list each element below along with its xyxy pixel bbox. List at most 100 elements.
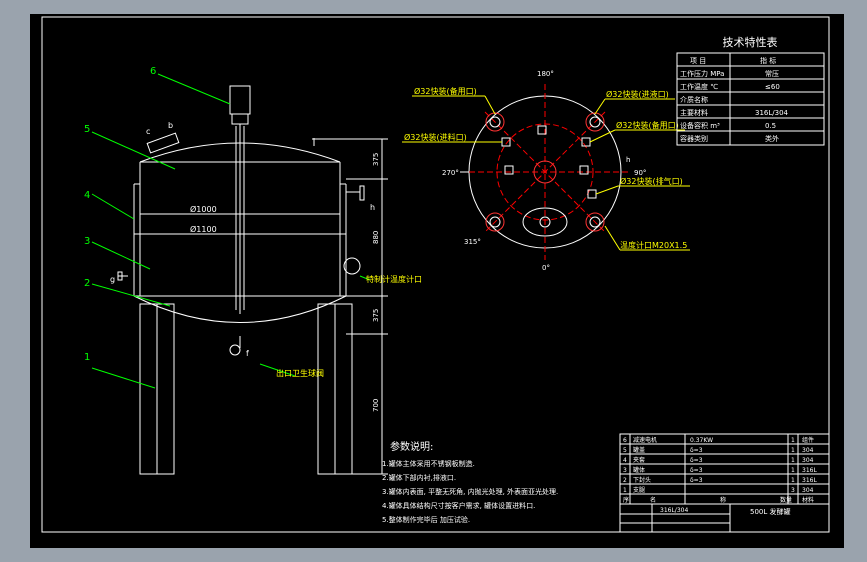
callout-3: 3	[84, 236, 90, 247]
bom-row-spec: δ=3	[690, 457, 703, 464]
angle-90: 90°	[634, 169, 646, 177]
plan-labels: Ø32快装(备用口) Ø32快装(进液口) Ø32快装(进料口) Ø32快装(备…	[404, 86, 687, 250]
plan-label-feed: Ø32快装(进料口)	[404, 132, 467, 142]
callout-6: 6	[150, 66, 156, 77]
bom-row-spec: 0.37KW	[690, 437, 713, 444]
callout-2: 2	[84, 278, 90, 289]
title-block-code: 316L/304	[660, 507, 688, 514]
note-line: 4.罐体具体结构尺寸按客户需求, 罐体设置进料口.	[382, 501, 535, 510]
plan-label-thermometer: 温度计口M20X1.5	[620, 240, 687, 250]
bom-row-material: 316L	[802, 467, 817, 474]
spec-row-label: 工作温度 ℃	[680, 82, 718, 91]
note-line: 3.罐体内表面, 平整无死角, 内抛光处理, 外表面亚光处理.	[382, 487, 558, 496]
callout-4: 4	[84, 190, 90, 201]
center-shaft	[533, 160, 557, 184]
elevation-labels: 特制计温度计口 出口卫生球阀	[276, 274, 422, 378]
diameter-dims	[134, 213, 346, 235]
bom-row-material: 304	[802, 487, 814, 494]
bom-row-qty: 3	[791, 487, 795, 494]
bom-row-material: 组件	[802, 436, 814, 444]
dia-1000: Ø1000	[190, 204, 217, 214]
spec-row-value: 0.5	[765, 122, 776, 130]
angle-270: 270°	[442, 169, 459, 177]
bom-header-material: 材料	[802, 496, 814, 504]
bottom-head	[133, 295, 347, 323]
nozzle-b: b	[168, 121, 173, 130]
bom-row-qty: 1	[791, 467, 795, 474]
bom-header-no: 序	[623, 496, 629, 504]
bom-row-qty: 1	[791, 457, 795, 464]
callout-1: 1	[84, 352, 90, 363]
bom-row-name: 罐盖	[633, 446, 645, 454]
spec-row-label: 工作压力 MPa	[680, 69, 724, 78]
motor	[229, 85, 251, 115]
bom-row-name: 夹套	[633, 456, 645, 464]
spec-row-label: 容器类别	[680, 134, 708, 143]
manhole	[146, 132, 180, 154]
vertical-dims	[312, 138, 388, 475]
cad-drawing: 6 5 4 3 2 1 c b g f h Ø1000 Ø1100	[41, 16, 830, 533]
spec-row-label: 主要材料	[680, 108, 708, 117]
plan-label-spare-2: Ø32快装(备用口)	[616, 120, 679, 130]
bom-row-material: 316L	[802, 477, 817, 484]
plan-label-vent: Ø32快装(排气口)	[620, 176, 683, 186]
bom-row-no: 4	[623, 457, 627, 464]
angle-315: 315°	[464, 238, 481, 246]
bom-row-spec: δ=3	[690, 477, 703, 484]
nozzle-f: f	[246, 349, 249, 358]
bom-row-qty: 1	[791, 477, 795, 484]
bom-row-qty: 1	[791, 447, 795, 454]
bom-row-no: 2	[623, 477, 627, 484]
spec-header-item: 项 目	[690, 57, 706, 65]
spec-row-label: 介质名称	[680, 95, 708, 104]
plan-leaders	[402, 95, 690, 251]
spec-header-value: 指 标	[760, 56, 776, 65]
bom-row-no: 3	[623, 467, 627, 474]
dim-700: 700	[372, 399, 380, 412]
drawing-border	[41, 16, 830, 533]
nozzle-c: c	[146, 127, 150, 136]
title-block-name: 500L 发酵罐	[750, 507, 791, 516]
tank-plan	[460, 84, 630, 260]
thermometer	[343, 257, 361, 275]
spec-row-label: 设备容积 m³	[680, 121, 720, 130]
drawing-canvas: 6 5 4 3 2 1 c b g f h Ø1000 Ø1100	[30, 14, 844, 548]
plan-label-inlet: Ø32快装(进液口)	[606, 89, 669, 99]
outlet-label: 出口卫生球阀	[276, 368, 324, 378]
bom-table: 6 减速电机 0.37KW 1 组件 5 罐盖 δ=3 1 304 4 夹套 δ…	[619, 433, 830, 533]
spec-row-value: 316L/304	[755, 109, 789, 117]
bom-row-spec: δ=3	[690, 447, 703, 454]
top-head	[139, 142, 341, 163]
dim-880: 880	[372, 231, 380, 244]
callout-leaders	[91, 73, 371, 389]
nozzle-h: h	[370, 203, 375, 212]
thermometer-label: 特制计温度计口	[366, 274, 422, 284]
bom-row-name: 下封头	[633, 476, 651, 484]
plan-angles: 180° 90° 270° 315° 0° h	[442, 70, 646, 272]
callout-numbers: 6 5 4 3 2 1	[84, 66, 156, 363]
spec-row-value: 类外	[765, 134, 779, 143]
bom-row-name: 支腿	[633, 486, 645, 494]
plan-manhole	[522, 207, 568, 237]
bom-row-qty: 1	[791, 437, 795, 444]
bom-row-spec: δ=3	[690, 467, 703, 474]
bom-header-name2: 称	[720, 496, 726, 504]
bom-header-name: 名	[650, 496, 656, 504]
note-line: 5.整体制作完毕后 加压试验.	[382, 515, 470, 524]
notes-title: 参数说明:	[390, 440, 433, 453]
plan-letter-h: h	[626, 156, 630, 164]
angle-0: 0°	[542, 264, 550, 272]
bom-row-no: 6	[623, 437, 627, 444]
spec-table: 技术特性表 项 目 指 标 工作压力 MPa 常压 工作温度 ℃	[676, 35, 825, 146]
dim-values: 375 880 375 700	[372, 153, 380, 412]
tank-elevation	[117, 85, 365, 475]
bom-row-no: 1	[623, 487, 627, 494]
reducer	[231, 113, 249, 125]
callout-5: 5	[84, 124, 90, 135]
dim-375-top: 375	[372, 153, 380, 166]
note-line: 2.罐体下部内衬,排液口.	[382, 473, 456, 482]
note-line: 1.罐体主体采用不锈钢板制造.	[382, 459, 475, 468]
bom-header-qty: 数量	[780, 496, 792, 504]
nozzle-g: g	[110, 275, 115, 284]
